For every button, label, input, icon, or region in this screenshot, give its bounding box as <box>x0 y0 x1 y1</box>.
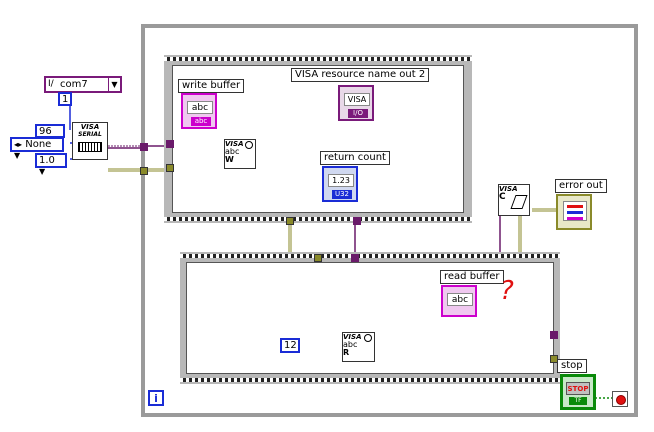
serial-subtitle: SERIAL <box>78 131 102 138</box>
error-tunnel-frame1 <box>166 164 174 172</box>
clock-icon <box>245 141 253 149</box>
error-tunnel-frame2-in <box>314 254 322 262</box>
visa-resource-indicator[interactable]: VISA I/O <box>338 85 374 121</box>
com-port-value: com7 <box>60 79 88 90</box>
visa-tunnel-frame2-out <box>550 331 558 339</box>
clock-icon <box>364 334 372 342</box>
visa-resource-out-label: VISA resource name out 2 <box>291 68 430 82</box>
error-tunnel-frame1-out <box>286 217 294 225</box>
write-mode-glyph: W <box>225 155 234 164</box>
string-type-tag: abc <box>191 117 211 126</box>
visa-close-vi[interactable]: VISA C <box>498 184 530 216</box>
write-text-glyph: abc <box>225 147 240 156</box>
stop-button-value: STOP <box>566 382 590 395</box>
write-buffer-label: write buffer <box>178 79 245 93</box>
write-buffer-control[interactable]: abc abc <box>181 93 217 129</box>
error-tunnel-loop <box>140 167 148 175</box>
serial-port-icon <box>78 142 102 152</box>
read-text-glyph: abc <box>343 340 358 349</box>
visa-tunnel-frame2-in <box>351 254 359 262</box>
visa-title: VISA <box>80 123 100 131</box>
dropdown-arrow-icon: ▼ <box>39 167 46 176</box>
return-count-indicator[interactable]: 1.23 U32 <box>322 166 358 202</box>
byte-count-constant[interactable]: 12 <box>280 338 300 353</box>
read-mode-glyph: R <box>343 348 350 357</box>
loop-iteration-terminal: i <box>148 390 164 406</box>
loop-condition-terminal[interactable] <box>612 391 628 407</box>
stop-button-control[interactable]: STOP TF <box>560 374 596 410</box>
error-cluster-icon <box>563 201 587 221</box>
visa-serial-config-vi[interactable]: VISA SERIAL <box>72 122 108 160</box>
constant-1[interactable]: 1 <box>58 92 72 106</box>
visa-tunnel-frame1-out <box>353 217 361 225</box>
error-out-indicator[interactable] <box>556 194 592 230</box>
stop-bits-constant[interactable]: 1.0 ▼ <box>35 153 67 176</box>
enum-arrows-icon: ◂▸ <box>14 140 23 149</box>
baud-rate-constant[interactable]: 96 <box>35 124 65 138</box>
parity-value: None <box>25 139 52 150</box>
return-count-label: return count <box>320 151 390 165</box>
dropdown-arrow-icon[interactable]: ▼ <box>108 78 120 91</box>
error-out-label: error out <box>555 179 607 193</box>
visa-read-vi[interactable]: VISA abc R <box>342 332 375 362</box>
dropdown-arrow-icon: ▼ <box>14 151 21 160</box>
visa-tunnel-frame1 <box>166 140 174 148</box>
visa-title: VISA <box>499 185 518 193</box>
question-mark-annotation: ? <box>500 276 514 306</box>
read-buffer-value: abc <box>447 293 473 306</box>
stop-bits-value: 1.0 <box>39 155 55 166</box>
parity-enum[interactable]: ◂▸ None ▼ <box>10 137 64 160</box>
io-type-tag: I/O <box>348 109 368 118</box>
close-mode-glyph: C <box>499 192 506 202</box>
write-buffer-value: abc <box>187 101 213 114</box>
while-loop-frame[interactable] <box>141 24 638 417</box>
read-buffer-label: read buffer <box>440 270 504 284</box>
stop-label: stop <box>557 359 587 373</box>
bool-type-tag: TF <box>569 397 587 405</box>
io-glyph: I/ <box>48 79 54 89</box>
visa-resource-value: VISA <box>344 93 370 106</box>
visa-tunnel-loop <box>140 143 148 151</box>
read-buffer-indicator[interactable]: abc <box>441 285 477 317</box>
u32-type-tag: U32 <box>332 190 352 199</box>
visa-resource-control[interactable]: I/ com7 ▼ <box>44 76 122 93</box>
stop-condition-icon <box>616 395 626 405</box>
visa-title: VISA <box>343 333 362 341</box>
visa-title: VISA <box>225 140 244 148</box>
return-count-value: 1.23 <box>328 174 354 187</box>
visa-write-vi[interactable]: VISA abc W <box>224 139 256 169</box>
